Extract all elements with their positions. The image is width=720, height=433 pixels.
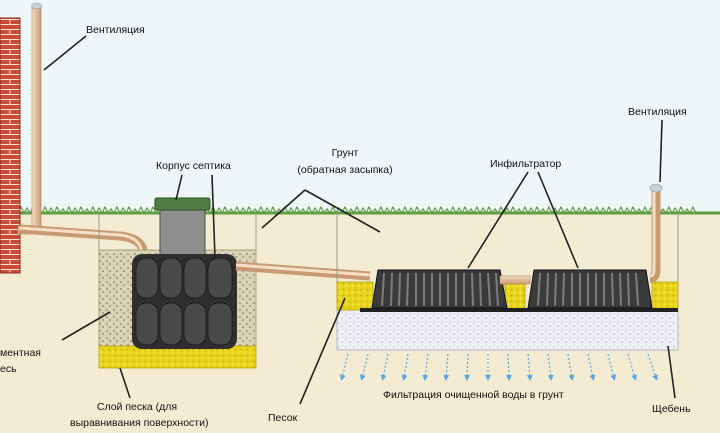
label-soil-line1: Грунт bbox=[331, 147, 359, 159]
label-infiltrator: Инфильтратор bbox=[490, 158, 562, 170]
infiltrator-connector bbox=[499, 275, 531, 285]
brick-wall bbox=[0, 17, 21, 274]
infiltrator-unit-2 bbox=[527, 269, 653, 309]
label-septic-body: Корпус септика bbox=[156, 160, 231, 172]
label-cement-line1: ментная bbox=[0, 347, 41, 359]
label-gravel: Щебень bbox=[652, 403, 691, 415]
trench-outline bbox=[98, 213, 679, 282]
label-filtration: Фильтрация очищенной воды в грунт bbox=[383, 389, 564, 401]
filtration-arrows bbox=[339, 353, 658, 381]
label-sand-layer-line2: выравнивания поверхности) bbox=[70, 417, 209, 429]
label-ventilation-right: Вентиляция bbox=[628, 106, 687, 118]
sand-pad-middle bbox=[504, 283, 526, 311]
gravel-bed bbox=[336, 309, 679, 351]
sand-pad-right bbox=[651, 281, 679, 311]
label-leader-lines bbox=[43, 35, 676, 405]
ventilation-pipe-left bbox=[17, 2, 43, 235]
septic-tank-body bbox=[132, 197, 237, 349]
label-sand: Песок bbox=[268, 412, 298, 424]
grass-line bbox=[0, 205, 720, 215]
label-cement-line2: есь bbox=[0, 363, 17, 375]
sand-pad-left bbox=[336, 281, 374, 311]
label-sand-layer-line1: Слой песка (для bbox=[96, 401, 178, 413]
label-ventilation-left: Вентиляция bbox=[86, 24, 145, 36]
label-soil-line2: (обратная засыпка) bbox=[297, 164, 393, 176]
infiltrator-unit-1 bbox=[371, 269, 508, 309]
sand-leveling-layer bbox=[98, 345, 257, 369]
ventilation-pipe-right bbox=[649, 183, 663, 283]
